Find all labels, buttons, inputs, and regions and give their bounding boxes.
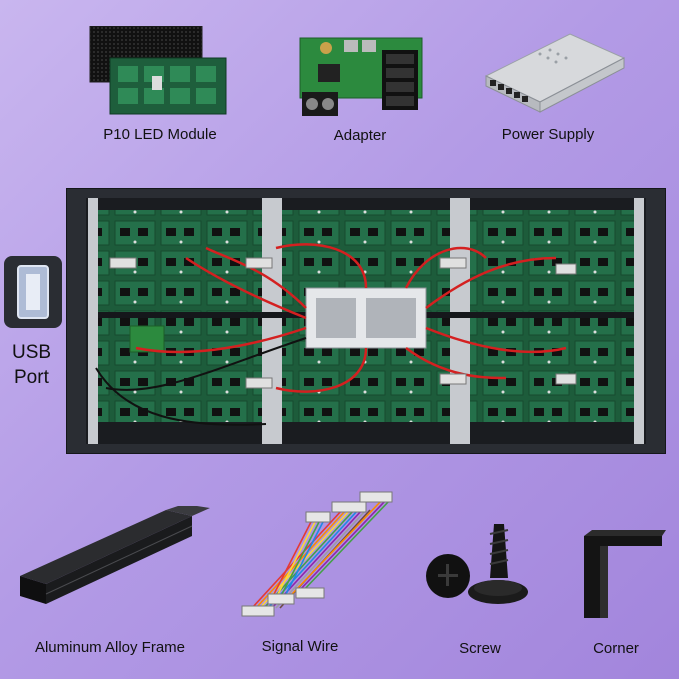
signal-wire-label: Signal Wire	[261, 638, 339, 655]
signal-wire-image	[232, 490, 398, 622]
power-supply-label: Power Supply	[501, 126, 595, 143]
aluminum-frame-label: Aluminum Alloy Frame	[34, 639, 186, 656]
p10-led-module-image	[88, 26, 228, 116]
led-display-panel	[66, 188, 666, 454]
screw-label: Screw	[459, 640, 501, 657]
aluminum-frame-image	[16, 506, 212, 612]
corner-image	[578, 528, 668, 620]
power-supply-image	[480, 24, 626, 114]
usb-port-image	[4, 256, 62, 328]
screw-image	[424, 518, 530, 614]
p10-led-module-label: P10 LED Module	[103, 126, 217, 143]
corner-label: Corner	[593, 640, 639, 657]
adapter-image	[298, 36, 424, 120]
usb-label-line1: USB	[12, 342, 52, 363]
usb-label-line2: Port	[14, 367, 49, 388]
adapter-label: Adapter	[333, 127, 387, 144]
